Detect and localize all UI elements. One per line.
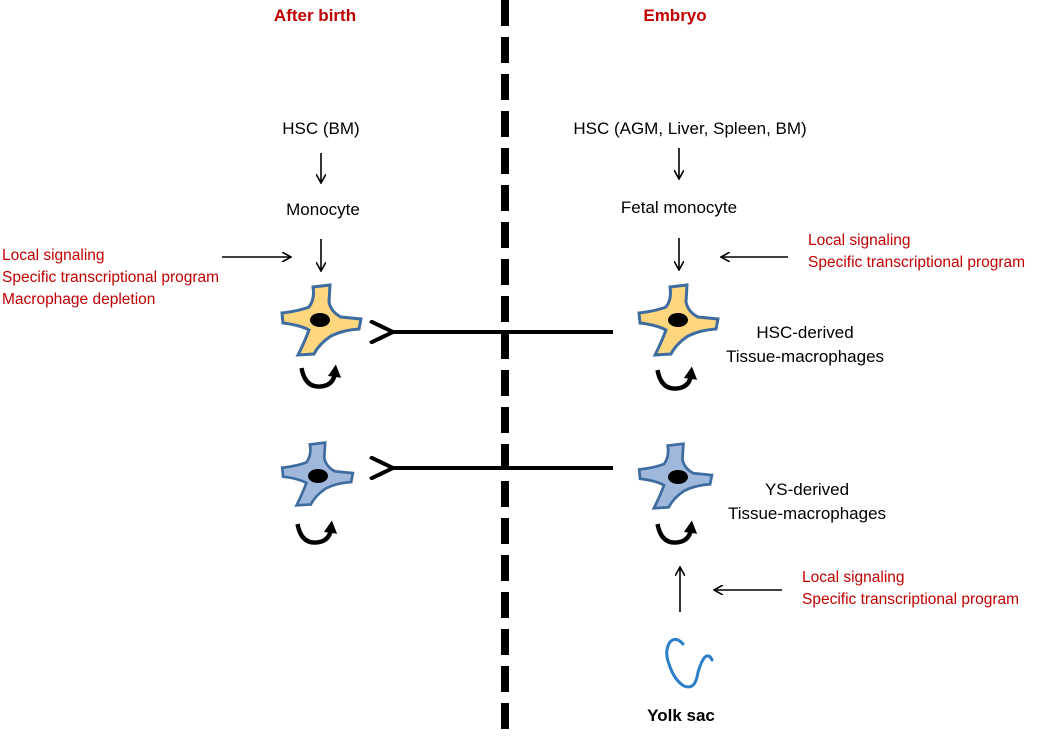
yolk-sac-icon — [665, 637, 714, 689]
right-signals-bottom: Local signaling Specific transcriptional… — [802, 567, 1019, 611]
label-monocyte: Monocyte — [286, 200, 360, 219]
signal-local-signaling: Local signaling — [2, 247, 105, 264]
header-embryo: Embryo — [643, 6, 707, 25]
self-renewal-icon — [658, 521, 698, 543]
left-signals: Local signaling Specific transcriptional… — [2, 245, 219, 311]
label-hsc-derived-macrophages: HSC-derived Tissue-macrophages — [726, 321, 884, 369]
label-hsc-embryo: HSC (AGM, Liver, Spleen, BM) — [573, 119, 807, 138]
label-hsc-bm: HSC (BM) — [282, 119, 360, 138]
label-ys-derived-macrophages: YS-derived Tissue-macrophages — [728, 478, 886, 526]
label-fetal-monocyte: Fetal monocyte — [620, 198, 738, 217]
right-signals-top: Local signaling Specific transcriptional… — [808, 230, 1025, 274]
signal-transcriptional-program: Specific transcriptional program — [808, 254, 1026, 271]
label-tissue-macrophages: Tissue-macrophages — [725, 347, 885, 366]
self-renewal-icon — [658, 367, 698, 389]
ys-macrophage-cell-left — [280, 441, 355, 507]
signal-transcriptional-program: Specific transcriptional program — [2, 269, 220, 286]
header-after-birth: After birth — [273, 6, 357, 25]
signal-local-signaling: Local signaling — [808, 232, 911, 249]
label-ys-derived: YS-derived — [764, 480, 850, 499]
self-renewal-icon — [302, 365, 342, 387]
ys-macrophage-cell-right — [637, 442, 714, 510]
hsc-macrophage-cell-left — [280, 283, 363, 357]
hsc-macrophage-cell-right — [637, 283, 720, 357]
signal-local-signaling: Local signaling — [802, 569, 905, 586]
label-hsc-derived: HSC-derived — [756, 323, 854, 342]
self-renewal-icon — [298, 521, 338, 543]
label-tissue-macrophages: Tissue-macrophages — [727, 504, 887, 523]
signal-transcriptional-program: Specific transcriptional program — [802, 591, 1020, 608]
signal-macrophage-depletion: Macrophage depletion — [2, 291, 156, 308]
label-yolk-sac: Yolk sac — [647, 706, 715, 725]
